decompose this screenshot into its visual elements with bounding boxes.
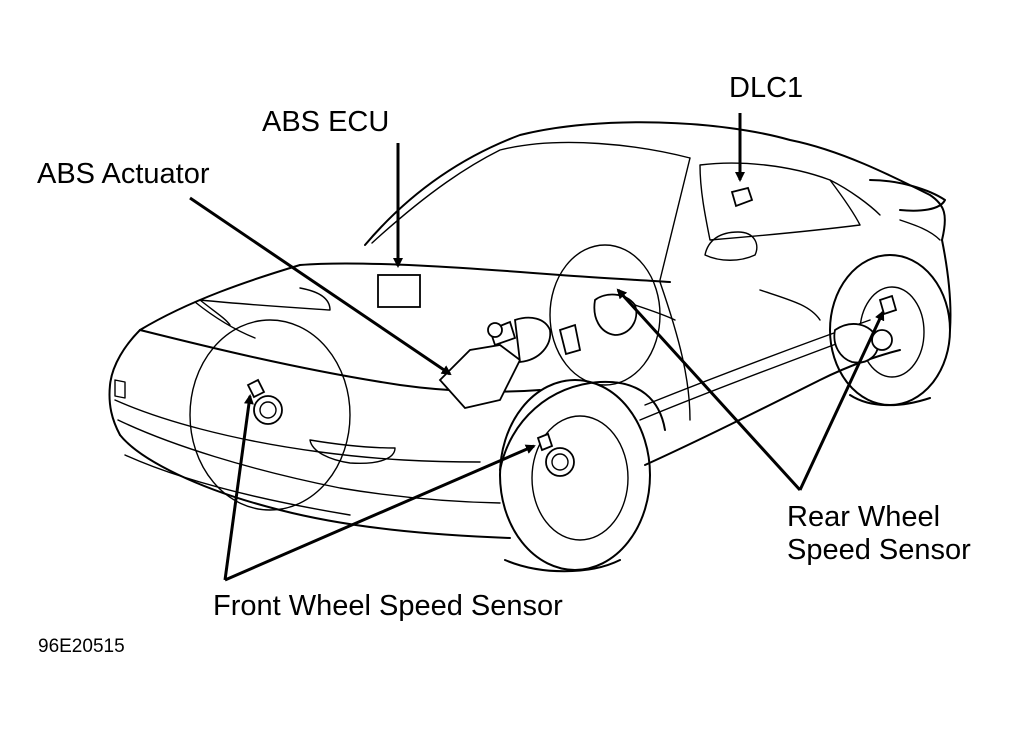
ghost-wheel-wells — [189, 244, 661, 511]
rear-speed-sensor-hub — [833, 294, 898, 364]
front-sensor-arrow-b — [224, 444, 536, 582]
abs-actuator-assembly — [438, 316, 552, 409]
car-body — [108, 121, 952, 573]
abs-ecu-label: ABS ECU — [262, 106, 390, 138]
front-speed-sensor-left — [246, 378, 283, 425]
brake-hardware-center — [558, 293, 676, 356]
rear-sensor-arrow-b — [798, 310, 885, 491]
rear-wheel-speed-sensor-label-line2: Speed Sensor — [787, 534, 971, 566]
rear-wheel-speed-sensor-label-line1: Rear Wheel — [787, 501, 941, 533]
dlc1-label: DLC1 — [729, 72, 804, 104]
front-speed-sensor-right — [536, 432, 575, 477]
rear-sensor-arrow-a — [616, 288, 802, 492]
abs-actuator-arrow — [189, 196, 452, 376]
front-wheel-speed-sensor-label: Front Wheel Speed Sensor — [213, 590, 563, 622]
leader-lines — [189, 113, 885, 582]
figure-code: 96E20515 — [38, 636, 125, 657]
dlc1-connector — [730, 186, 754, 208]
abs-ecu-module — [377, 274, 421, 308]
front-sensor-arrow-a — [223, 394, 254, 581]
abs-actuator-label: ABS Actuator — [37, 158, 210, 190]
